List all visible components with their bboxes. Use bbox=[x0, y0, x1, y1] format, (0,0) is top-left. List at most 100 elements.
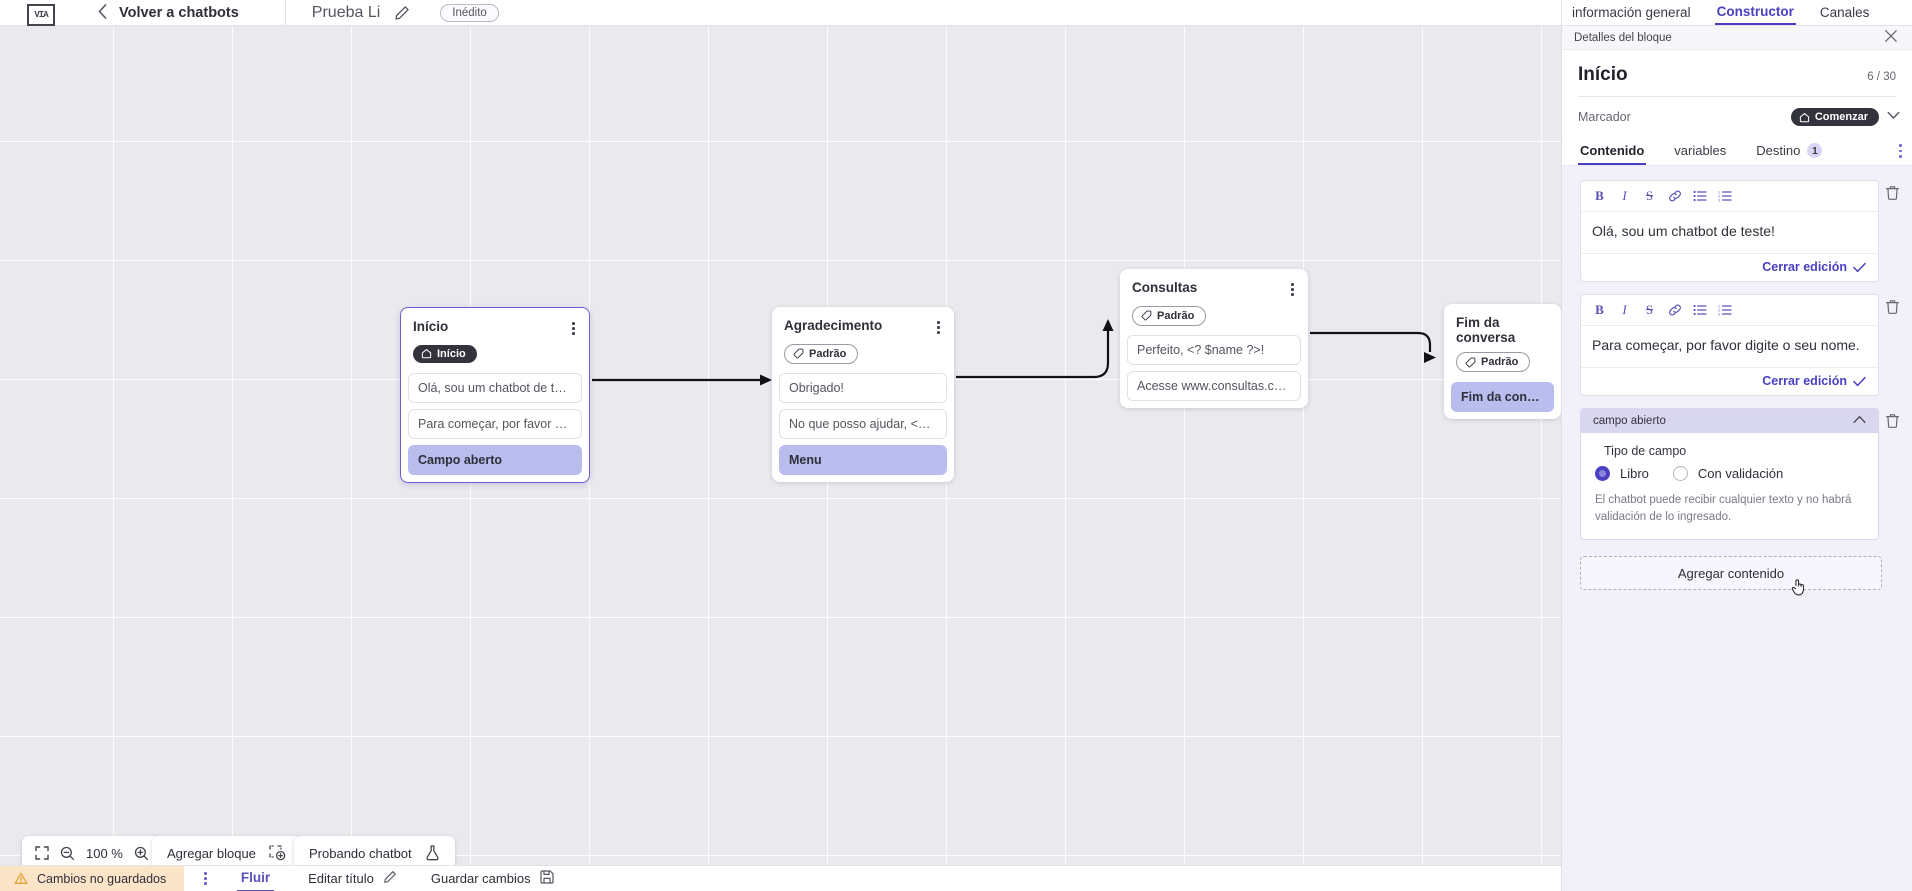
pencil-icon[interactable] bbox=[394, 5, 410, 21]
tab-constructor[interactable]: Constructor bbox=[1714, 0, 1796, 25]
svg-text:1: 1 bbox=[1718, 190, 1720, 194]
panel-subheader: Detalles del bloque bbox=[1562, 26, 1912, 50]
back-chevron-icon[interactable] bbox=[98, 3, 107, 22]
test-chatbot-label: Probando chatbot bbox=[309, 845, 412, 861]
flow-node-agradecimento[interactable]: Agradecimento Padrão Obrigado! No que po… bbox=[772, 307, 954, 483]
field-help-text: El chatbot puede recibir cualquier texto… bbox=[1595, 494, 1852, 523]
trash-icon[interactable] bbox=[1885, 294, 1900, 315]
marker-pill[interactable]: Comenzar bbox=[1790, 108, 1879, 126]
node-tag-label: Padrão bbox=[1481, 356, 1519, 368]
node-item[interactable]: Obrigado! bbox=[779, 373, 947, 404]
flow-canvas[interactable]: Início Início Olá, sou um chatbot de tes… bbox=[0, 26, 1561, 865]
trash-icon[interactable] bbox=[1885, 180, 1900, 201]
strikethrough-icon[interactable]: S bbox=[1645, 188, 1654, 203]
unsaved-changes-label: Cambios no guardados bbox=[37, 871, 167, 886]
close-icon[interactable] bbox=[1884, 29, 1898, 46]
kebab-menu-icon[interactable] bbox=[1899, 144, 1902, 158]
tab-contenido[interactable]: Contenido bbox=[1578, 137, 1646, 165]
warning-icon bbox=[14, 872, 28, 885]
node-item-selected[interactable]: Campo aberto bbox=[408, 445, 582, 476]
node-item[interactable]: Acesse www.consultas.com par... bbox=[1127, 371, 1301, 402]
node-item-list: Fim da conversa bbox=[1444, 381, 1561, 412]
radio-libro[interactable] bbox=[1595, 466, 1610, 481]
tab-fluir[interactable]: Fluir bbox=[236, 866, 275, 891]
node-menu-icon[interactable] bbox=[570, 319, 577, 338]
tab-canales[interactable]: Canales bbox=[1819, 4, 1870, 20]
add-block-button[interactable]: Agregar bloque bbox=[152, 836, 301, 865]
chevron-down-icon[interactable] bbox=[1887, 111, 1900, 123]
save-disk-icon bbox=[539, 870, 554, 887]
open-field-header[interactable]: campo abierto bbox=[1581, 409, 1878, 433]
trash-icon[interactable] bbox=[1885, 408, 1900, 429]
node-item-selected[interactable]: Menu bbox=[779, 445, 947, 476]
back-to-chatbots-link[interactable]: Volver a chatbots bbox=[119, 4, 239, 21]
save-changes-button[interactable]: Guardar cambios bbox=[431, 870, 554, 887]
status-badge: Inédito bbox=[440, 3, 499, 22]
editor-text-value[interactable]: Olá, sou um chatbot de teste! bbox=[1592, 223, 1775, 239]
add-content-button[interactable]: Agregar contenido bbox=[1580, 556, 1882, 591]
radio-con-validacion[interactable] bbox=[1672, 466, 1688, 481]
node-tag-row: Padrão bbox=[1120, 299, 1308, 336]
bold-icon[interactable]: B bbox=[1595, 302, 1604, 317]
zoom-in-icon[interactable] bbox=[134, 846, 149, 861]
editor-footer: Cerrar edición bbox=[1581, 253, 1878, 281]
italic-icon[interactable]: I bbox=[1622, 302, 1627, 317]
flow-edges bbox=[592, 319, 1436, 386]
node-item[interactable]: Perfeito, <? $name ?>! bbox=[1127, 335, 1301, 366]
node-item[interactable]: Olá, sou um chatbot de teste! bbox=[408, 373, 582, 404]
flow-node-consultas[interactable]: Consultas Padrão Perfeito, <? $name ?>! … bbox=[1120, 269, 1308, 409]
close-edit-button[interactable]: Cerrar edición bbox=[1762, 374, 1866, 388]
close-edit-button[interactable]: Cerrar edición bbox=[1762, 260, 1866, 274]
close-edit-label: Cerrar edición bbox=[1762, 260, 1847, 274]
zoom-out-icon[interactable] bbox=[60, 846, 75, 861]
editor-text-value[interactable]: Para começar, por favor digite o seu nom… bbox=[1592, 337, 1860, 353]
open-field-title: campo abierto bbox=[1593, 415, 1666, 427]
bold-icon[interactable]: B bbox=[1595, 188, 1604, 203]
node-tag-label: Início bbox=[437, 347, 466, 360]
flow-node-inicio[interactable]: Início Início Olá, sou um chatbot de tes… bbox=[400, 307, 590, 484]
tab-variables[interactable]: variables bbox=[1674, 143, 1727, 158]
link-icon[interactable] bbox=[1662, 186, 1687, 206]
node-tag-row: Padrão bbox=[772, 337, 954, 374]
node-tag-row: Início bbox=[401, 338, 589, 374]
node-menu-icon[interactable] bbox=[935, 318, 942, 337]
marker-control[interactable]: Comenzar bbox=[1790, 108, 1900, 126]
kebab-menu-icon[interactable] bbox=[204, 872, 207, 885]
bullet-list-icon[interactable] bbox=[1687, 300, 1712, 320]
node-item[interactable]: No que posso ajudar, <? $name ... bbox=[779, 409, 947, 440]
node-item-selected[interactable]: Fim da conversa bbox=[1451, 381, 1554, 412]
marker-row: Marcador Comenzar bbox=[1562, 97, 1912, 137]
zoom-toolbar: 100 % bbox=[22, 836, 162, 865]
strikethrough-icon[interactable]: S bbox=[1645, 302, 1654, 317]
tab-destino[interactable]: Destino 1 bbox=[1754, 137, 1824, 165]
tab-destino-label: Destino bbox=[1756, 143, 1801, 158]
fit-screen-icon[interactable] bbox=[35, 846, 49, 860]
panel-divider bbox=[1578, 96, 1896, 97]
test-chatbot-button[interactable]: Probando chatbot bbox=[294, 836, 455, 865]
block-counter: 6 / 30 bbox=[1867, 71, 1896, 83]
tab-informacion-general[interactable]: información general bbox=[1572, 4, 1691, 20]
bullet-list-icon[interactable] bbox=[1687, 186, 1712, 206]
open-field-card[interactable]: campo abierto Tipo de campo Libro Con va… bbox=[1580, 408, 1879, 541]
node-menu-icon[interactable] bbox=[1289, 280, 1296, 299]
edit-title-button[interactable]: Editar título bbox=[308, 870, 397, 887]
app-logo[interactable]: VIA bbox=[26, 0, 56, 26]
node-item-list: Olá, sou um chatbot de teste! Para começ… bbox=[401, 373, 589, 476]
flow-node-fim-da-conversa[interactable]: Fim da conversa Padrão Fim da conversa bbox=[1444, 304, 1561, 419]
edit-title-label: Editar título bbox=[308, 871, 374, 886]
italic-icon[interactable]: I bbox=[1622, 188, 1627, 203]
unsaved-changes-indicator: Cambios no guardados bbox=[0, 865, 185, 891]
panel-title-row: Início 6 / 30 bbox=[1562, 50, 1912, 96]
node-item[interactable]: Para começar, por favor digite o ... bbox=[408, 409, 582, 440]
chevron-up-icon[interactable] bbox=[1853, 415, 1866, 427]
link-icon[interactable] bbox=[1662, 300, 1687, 320]
svg-text:3: 3 bbox=[1718, 312, 1720, 316]
svg-text:3: 3 bbox=[1718, 198, 1720, 202]
